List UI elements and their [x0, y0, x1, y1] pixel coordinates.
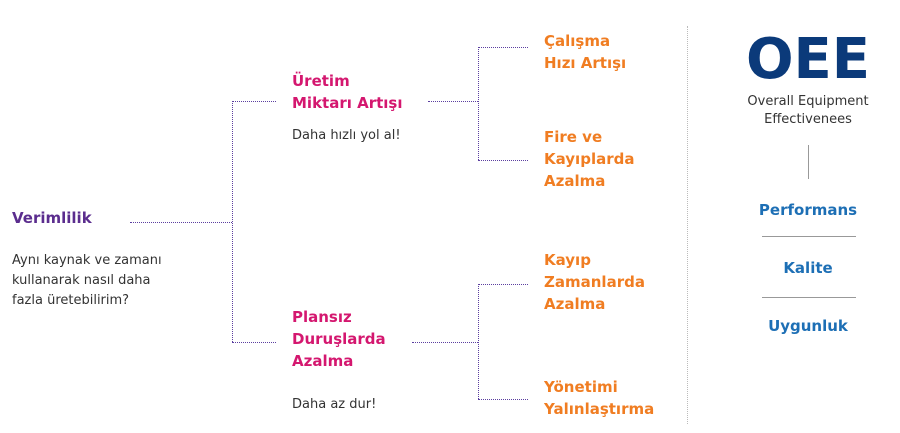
oee-separator-1 [762, 236, 856, 237]
oee-connector [808, 145, 809, 179]
branch-bottom-description: Daha az dur! [292, 397, 377, 412]
connector-root-vertical [232, 101, 233, 342]
divider [687, 26, 688, 424]
bottom-child-1: Kayıp Zamanlarda Azalma [544, 251, 645, 313]
connector-top-vertical [478, 47, 479, 160]
oee-component-performans: Performans [758, 201, 858, 219]
oee-separator-2 [762, 297, 856, 298]
top-child-2: Fire ve Kayıplarda Azalma [544, 128, 635, 190]
oee-acronym: OEE [745, 27, 871, 92]
branch-bottom-title: Plansız Duruşlarda Azalma [292, 308, 386, 370]
oee-expansion: Overall Equipment Effectivenees [747, 94, 869, 127]
connector-to-bottom-branch [232, 342, 276, 343]
oee-component-kalite: Kalite [783, 259, 833, 277]
connector-to-bottom-child-2 [478, 399, 528, 400]
root-description: Aynı kaynak ve zamanı kullanarak nasıl d… [12, 253, 162, 308]
oee-component-uygunluk: Uygunluk [768, 317, 848, 335]
connector-to-top-branch [232, 101, 276, 102]
connector-bottom-branch [412, 342, 478, 343]
connector-bottom-vertical [478, 284, 479, 399]
top-child-1: Çalışma Hızı Artışı [544, 32, 627, 72]
connector-to-top-child-1 [478, 47, 528, 48]
connector-top-branch [428, 101, 478, 102]
branch-top-description: Daha hızlı yol al! [292, 128, 401, 143]
root-title: Verimlilik [12, 209, 92, 227]
branch-top-title: Üretim Miktarı Artışı [292, 72, 403, 112]
connector-root [130, 222, 232, 223]
connector-to-top-child-2 [478, 160, 528, 161]
connector-to-bottom-child-1 [478, 284, 528, 285]
bottom-child-2: Yönetimi Yalınlaştırma [544, 378, 655, 418]
